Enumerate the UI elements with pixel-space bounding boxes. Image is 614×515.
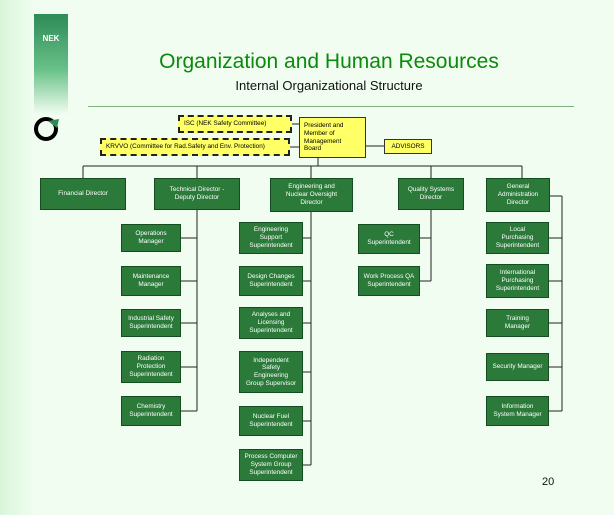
analyses-licensing-superintendent: Analyses and Licensing Superintendent [239, 307, 303, 339]
maintenance-manager: Maintenance Manager [121, 266, 181, 296]
krvvo-committee: KRVVO (Committee for Rad.Safety and Env.… [100, 138, 290, 156]
quality-director: Quality Systems Director [398, 178, 464, 210]
page-title: Organization and Human Resources [159, 50, 499, 73]
design-changes-superintendent: Design Changes Superintendent [239, 266, 303, 296]
work-process-qa-superintendent: Work Process QA Superintendent [358, 266, 420, 296]
nuclear-fuel-superintendent: Nuclear Fuel Superintendent [239, 406, 303, 436]
financial-director: Financial Director [40, 178, 126, 210]
isc-committee: ISC (NEK Safety Committee) [178, 115, 292, 133]
industrial-safety-superintendent: Industrial Safety Superintendent [121, 309, 181, 337]
general-director: General Administration Director [486, 178, 550, 212]
chemistry-superintendent: Chemistry Superintendent [121, 396, 181, 426]
independent-safety-engineering-supervisor: Independent Safety Engineering Group Sup… [239, 351, 303, 393]
president-box: President and Member of Management Board [299, 117, 366, 158]
information-system-manager: Information System Manager [486, 396, 549, 426]
side-band [0, 0, 34, 515]
title-divider [88, 106, 574, 107]
logo-text: NEK [42, 34, 60, 43]
radiation-protection-superintendent: Radiation Protection Superintendent [121, 351, 181, 383]
advisors-box: ADVISORS [384, 139, 432, 154]
security-manager: Security Manager [486, 353, 549, 381]
page-subtitle: Internal Organizational Structure [235, 78, 423, 93]
qc-superintendent: QC Superintendent [358, 224, 420, 254]
international-purchasing-superintendent: International Purchasing Superintendent [486, 264, 549, 298]
technical-director: Technical Director - Deputy Director [154, 178, 240, 210]
logo-emblem-icon [34, 117, 59, 141]
engineering-support-superintendent: Engineering Support Superintendent [239, 222, 303, 254]
training-manager: Training Manager [486, 309, 549, 337]
local-purchasing-superintendent: Local Purchasing Superintendent [486, 222, 549, 254]
process-computer-superintendent: Process Computer System Group Superinten… [239, 449, 303, 481]
operations-manager: Operations Manager [121, 224, 181, 252]
engineering-director: Engineering and Nuclear Oversight Direct… [270, 178, 353, 212]
page-number: 20 [542, 476, 555, 488]
nek-logo: NEK [34, 14, 68, 114]
